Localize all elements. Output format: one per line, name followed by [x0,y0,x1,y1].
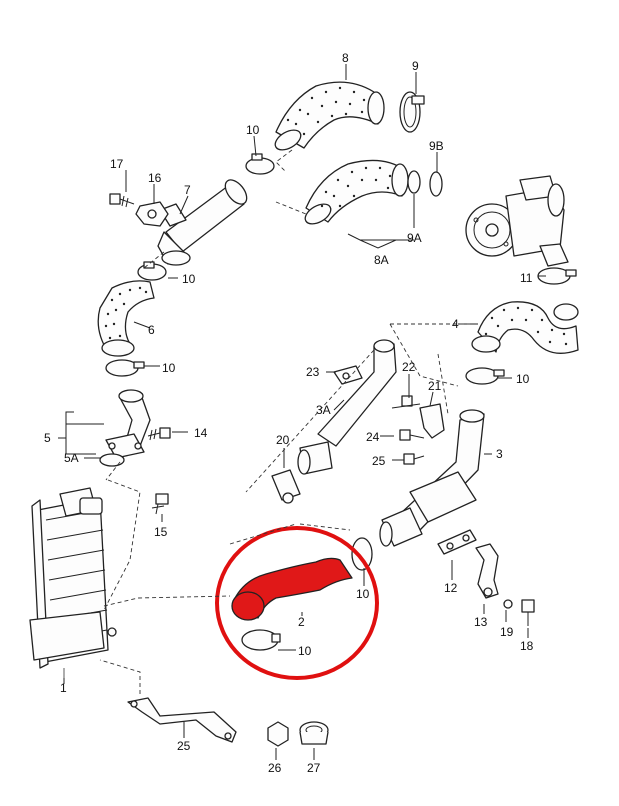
seal-ring-9b [429,171,443,197]
label-6: 6 [148,323,155,337]
pipe-7 [157,179,248,266]
intercooler [29,487,117,678]
label-18: 18 [520,639,534,653]
clamp-10-mid-left [105,359,145,377]
label-2: 2 [298,615,305,629]
label-10-right: 10 [516,372,530,386]
label-27: 27 [307,761,321,775]
washer-19 [503,599,513,609]
label-9b: 9B [429,139,444,153]
pipe-3a [297,339,397,475]
label-9: 9 [412,59,419,73]
bolt-15 [151,493,169,515]
label-22: 22 [402,360,416,374]
seal-ring-5a [99,453,125,467]
label-3: 3 [496,447,503,461]
bolt-17 [109,193,135,208]
label-13: 13 [474,615,488,629]
label-5: 5 [44,431,51,445]
label-10-mid-left: 10 [162,361,176,375]
hose-4 [471,301,579,354]
label-8: 8 [342,51,349,65]
bracket-13 [475,543,499,599]
clamp-9 [399,91,425,133]
bolt-18 [521,599,535,626]
label-10-hose-top: 10 [356,587,370,601]
label-10-hose-bottom: 10 [298,644,312,658]
bolt-14 [147,427,171,441]
bracket-16 [135,201,169,227]
label-1: 1 [60,681,67,695]
pipe-5 [99,389,151,467]
grommet-27 [299,721,329,745]
label-23: 23 [306,365,320,379]
bolt-25a [403,453,425,465]
hose-4-texture [484,306,568,346]
label-10-top: 10 [246,123,260,137]
bolt-22 [391,395,421,409]
label-24: 24 [366,430,380,444]
turbocharger [465,175,569,267]
label-8a: 8A [374,253,389,267]
label-14: 14 [194,426,208,440]
hose-8 [274,81,385,151]
bolt-24 [399,429,425,441]
label-3a: 3A [316,403,331,417]
label-16: 16 [148,171,162,185]
hose-8a [304,159,409,225]
clamp-10-top [245,153,275,175]
pipe-3 [379,409,485,547]
label-11: 11 [520,271,533,285]
label-9a: 9A [407,231,422,245]
hose-2-highlighted [215,526,379,680]
hose-8-texture [286,86,366,136]
leader-lines [58,64,546,760]
label-5a: 5A [64,451,79,465]
label-17: 17 [110,157,124,171]
label-4: 4 [452,317,459,331]
hose-8a-texture [320,166,392,208]
label-7: 7 [184,183,191,197]
nut-26 [267,721,289,747]
bracket-25-bottom [127,697,237,743]
label-10-upper-left: 10 [182,272,196,286]
bracket-12 [437,529,477,555]
label-21: 21 [428,379,442,393]
label-20: 20 [276,433,290,447]
callout-labels: 1 2 3 3A 4 5 5A 6 7 8 8A 9 9A 9B 10 10 1… [44,51,534,775]
label-15: 15 [154,525,168,539]
highlight-circle [215,526,379,680]
bracket-23 [333,365,363,385]
clamp-10-right [465,367,505,385]
hose-6 [97,280,155,357]
label-19: 19 [500,625,514,639]
label-25-bottom: 25 [177,739,191,753]
label-26: 26 [268,761,282,775]
seal-ring-9a [407,170,421,194]
bracket-21 [419,403,445,439]
label-25-right: 25 [372,454,386,468]
label-12: 12 [444,581,458,595]
clamp-10-upper-left [137,261,167,281]
bracket-20 [271,469,301,504]
clamp-10-hose-top [351,537,373,571]
hose-6-texture [104,286,148,340]
